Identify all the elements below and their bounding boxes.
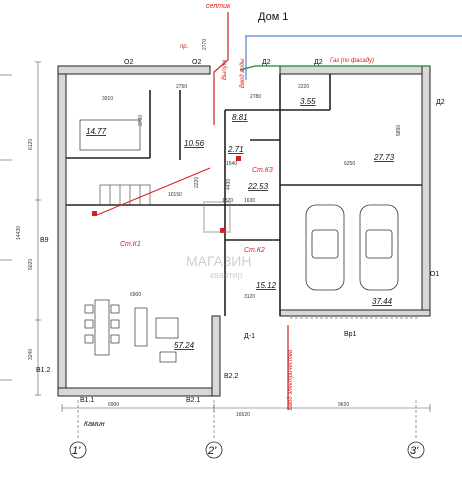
dim-2750: 2750 (176, 84, 187, 90)
page-title: Дом 1 (258, 11, 288, 23)
riser-k1-label: Ст.К1 (120, 241, 141, 248)
fireplace-label: Камин (84, 421, 105, 428)
axis-label-2: 2' (207, 445, 217, 457)
opening-o2a: О2 (124, 59, 133, 66)
room-area-3: 8.81 (232, 113, 248, 122)
room-area-9: 57.24 (174, 341, 195, 350)
opening-o1: О1 (430, 271, 439, 278)
drain-line (96, 167, 211, 216)
opening-d2b: Д2 (314, 59, 323, 66)
watermark-line2: квартир (210, 270, 243, 280)
dimension-lines (0, 61, 431, 440)
sewer-line (213, 12, 229, 125)
dim-2220b: 2220 (194, 177, 200, 188)
room-area-10: 37.44 (372, 297, 393, 306)
axis-bubble-2 (205, 441, 223, 459)
dim-2220a: 2220 (298, 84, 309, 90)
axis-label-3: 3' (410, 445, 419, 457)
opening-b22: В2.2 (224, 373, 239, 380)
room-area-6: 27.73 (373, 153, 395, 162)
car-icon (305, 204, 399, 291)
dim-2770: 2770 (202, 39, 208, 50)
room-area-2: 10.56 (184, 139, 205, 148)
riser-k2-label: Ст.К2 (244, 247, 265, 254)
vent-label: Выпуск (222, 58, 228, 80)
axis-label-1: 1' (72, 445, 81, 457)
dim-16520: 16520 (236, 412, 250, 418)
dim-6120: 6120 (28, 139, 34, 150)
stairs (99, 184, 151, 206)
opening-d1: Д-1 (244, 333, 255, 340)
opening-b9: В9 (40, 237, 49, 244)
dim-3240: 3240 (28, 349, 34, 360)
septic-label: септик (206, 3, 231, 10)
room-area-4: 2.71 (227, 145, 244, 154)
watermark: МАГАЗИН квартир (186, 201, 251, 280)
dim-3120: 3120 (244, 294, 255, 300)
dim-2780: 2780 (250, 94, 261, 100)
interior-walls (66, 74, 422, 316)
dim-6900b: 6900 (108, 402, 119, 408)
dim-6900a: 6900 (130, 292, 141, 298)
riser-k1-marker (92, 211, 97, 216)
opening-b12: В1.2 (36, 367, 51, 374)
riser-k3-label: Ст.К3 (252, 167, 273, 174)
room-area-5: 3.55 (300, 97, 316, 106)
dim-5890: 5890 (396, 125, 402, 136)
room-area-8: 15.12 (256, 281, 277, 290)
dim-1540: 1540 (226, 161, 237, 167)
electric-in-label: Ввод электричества (288, 349, 294, 410)
water-in-label: Ввод воды (240, 58, 246, 88)
opening-b21: В2.1 (186, 397, 201, 404)
bed-icon (79, 119, 141, 151)
dim-5020: 5020 (28, 259, 34, 270)
pr-label: пр. (180, 44, 188, 50)
dim-4430: 4430 (226, 179, 232, 190)
dining-table-icon (84, 299, 120, 356)
gas-label: Газ (по фасаду) (330, 58, 374, 64)
dim-1630: 1630 (244, 198, 255, 204)
room-area-7: 22.53 (247, 182, 269, 191)
opening-b11: В1.1 (80, 397, 95, 404)
room-area-1: 14.77 (86, 127, 107, 136)
opening-d2c: Д2 (436, 99, 445, 106)
sofa-icon (134, 307, 179, 363)
dim-10150: 10150 (168, 192, 182, 198)
riser-k3-marker (236, 156, 241, 161)
opening-vr1: Вр1 (344, 331, 357, 338)
outer-walls (57, 65, 431, 397)
gas-line (239, 65, 430, 71)
axis-bubble-3 (407, 441, 425, 459)
watermark-line1: МАГАЗИН (186, 253, 251, 269)
opening-d2a: Д2 (262, 59, 271, 66)
riser-k2-marker (220, 228, 225, 233)
axis-bubble-1 (69, 441, 87, 459)
dim-3910: 3910 (102, 96, 113, 102)
dim-14430: 14430 (16, 226, 22, 240)
dim-3780: 3780 (138, 115, 144, 126)
dim-9620: 9620 (338, 402, 349, 408)
dim-1820: 1820 (222, 198, 233, 204)
dim-6250: 6250 (344, 161, 355, 167)
opening-o2b: О2 (192, 59, 201, 66)
